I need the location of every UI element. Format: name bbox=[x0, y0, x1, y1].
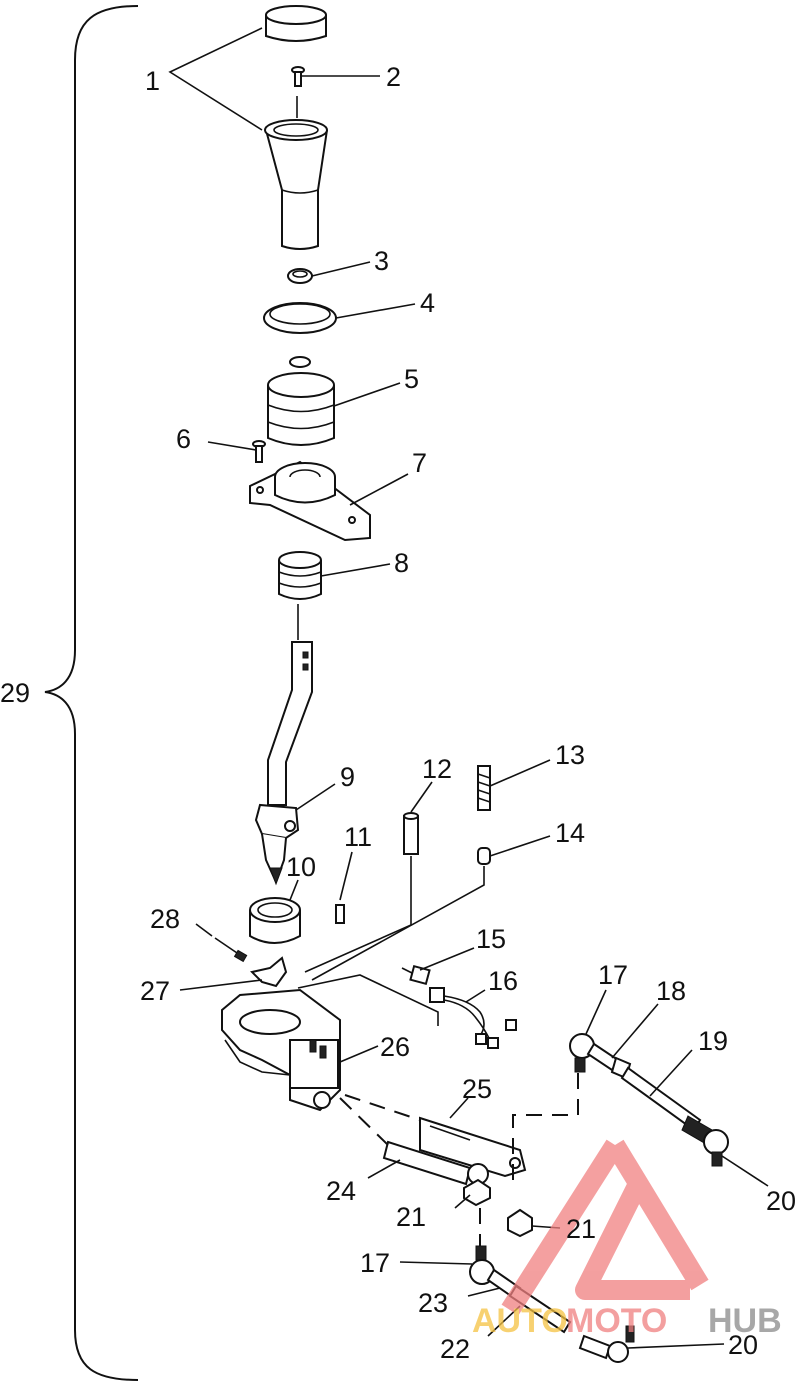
watermark-moto: MOTO bbox=[566, 1302, 667, 1340]
retaining-clip bbox=[250, 956, 288, 988]
callout-4: 4 bbox=[420, 288, 435, 318]
spring-sleeve bbox=[278, 551, 322, 600]
linkage-arm bbox=[419, 1116, 527, 1178]
ball-joint-upper bbox=[569, 1033, 620, 1073]
callout-8: 8 bbox=[394, 548, 409, 578]
leader-lines bbox=[168, 27, 769, 1349]
lock-nut-right bbox=[507, 1208, 533, 1238]
roll-pin bbox=[214, 937, 248, 963]
watermark-triangle bbox=[501, 1139, 709, 1316]
shift-rod bbox=[382, 1140, 489, 1186]
callout-3: 3 bbox=[374, 246, 389, 276]
callout-21-left: 21 bbox=[396, 1202, 426, 1232]
callout-21-right: 21 bbox=[566, 1214, 596, 1244]
callout-14: 14 bbox=[555, 818, 585, 848]
callout-18: 18 bbox=[656, 976, 686, 1006]
rod-end-right bbox=[681, 1115, 729, 1167]
callout-17-lower: 17 bbox=[360, 1248, 390, 1278]
watermark-hub: HUB bbox=[708, 1302, 782, 1340]
callout-24: 24 bbox=[326, 1176, 356, 1206]
callout-25: 25 bbox=[462, 1074, 492, 1104]
shifter-housing bbox=[221, 988, 341, 1112]
shift-boot bbox=[267, 356, 335, 446]
set-screw bbox=[335, 904, 345, 924]
watermark-auto: AUTO bbox=[472, 1302, 568, 1340]
callout-6: 6 bbox=[176, 424, 191, 454]
callout-16: 16 bbox=[488, 966, 518, 996]
shift-knob-cap bbox=[265, 5, 327, 42]
callout-28: 28 bbox=[150, 904, 180, 934]
detent-plunger bbox=[477, 847, 491, 865]
knob-screw bbox=[291, 66, 305, 87]
detent-spring bbox=[477, 765, 491, 811]
shift-lever bbox=[254, 641, 313, 886]
callout-5: 5 bbox=[404, 364, 419, 394]
detent-pin bbox=[403, 812, 419, 855]
callout-labels: 1 2 3 4 5 6 7 8 9 10 11 12 13 14 15 16 1… bbox=[0, 62, 796, 1364]
callout-17-upper: 17 bbox=[598, 960, 628, 990]
callout-20-right: 20 bbox=[766, 1186, 796, 1216]
callout-10: 10 bbox=[286, 852, 316, 882]
callout-13: 13 bbox=[555, 740, 585, 770]
neutral-switch bbox=[401, 964, 431, 986]
callout-12: 12 bbox=[422, 754, 452, 784]
callout-15: 15 bbox=[476, 924, 506, 954]
shift-handle bbox=[264, 119, 328, 250]
small-bushing bbox=[287, 268, 313, 284]
callout-20-lower: 20 bbox=[728, 1330, 758, 1360]
bracket-screw bbox=[252, 440, 266, 463]
callout-23: 23 bbox=[418, 1288, 448, 1318]
assembly-brace bbox=[44, 5, 139, 1381]
rod-end-lower bbox=[578, 1325, 635, 1363]
lock-nut-left bbox=[463, 1178, 491, 1207]
callout-26: 26 bbox=[380, 1032, 410, 1062]
wire-harness bbox=[429, 987, 517, 1049]
callout-27: 27 bbox=[140, 976, 170, 1006]
retaining-ring bbox=[263, 302, 337, 334]
callout-29: 29 bbox=[0, 678, 30, 708]
callout-22: 22 bbox=[440, 1334, 470, 1364]
callout-1: 1 bbox=[145, 66, 160, 96]
pivot-socket bbox=[249, 897, 301, 944]
callout-2: 2 bbox=[386, 62, 401, 92]
callout-19: 19 bbox=[698, 1026, 728, 1056]
callout-7: 7 bbox=[412, 448, 427, 478]
mounting-bracket bbox=[249, 460, 371, 542]
callout-11: 11 bbox=[344, 822, 372, 852]
callout-9: 9 bbox=[340, 762, 355, 792]
automotohub-watermark: AUTO MOTO HUB bbox=[472, 1139, 782, 1340]
